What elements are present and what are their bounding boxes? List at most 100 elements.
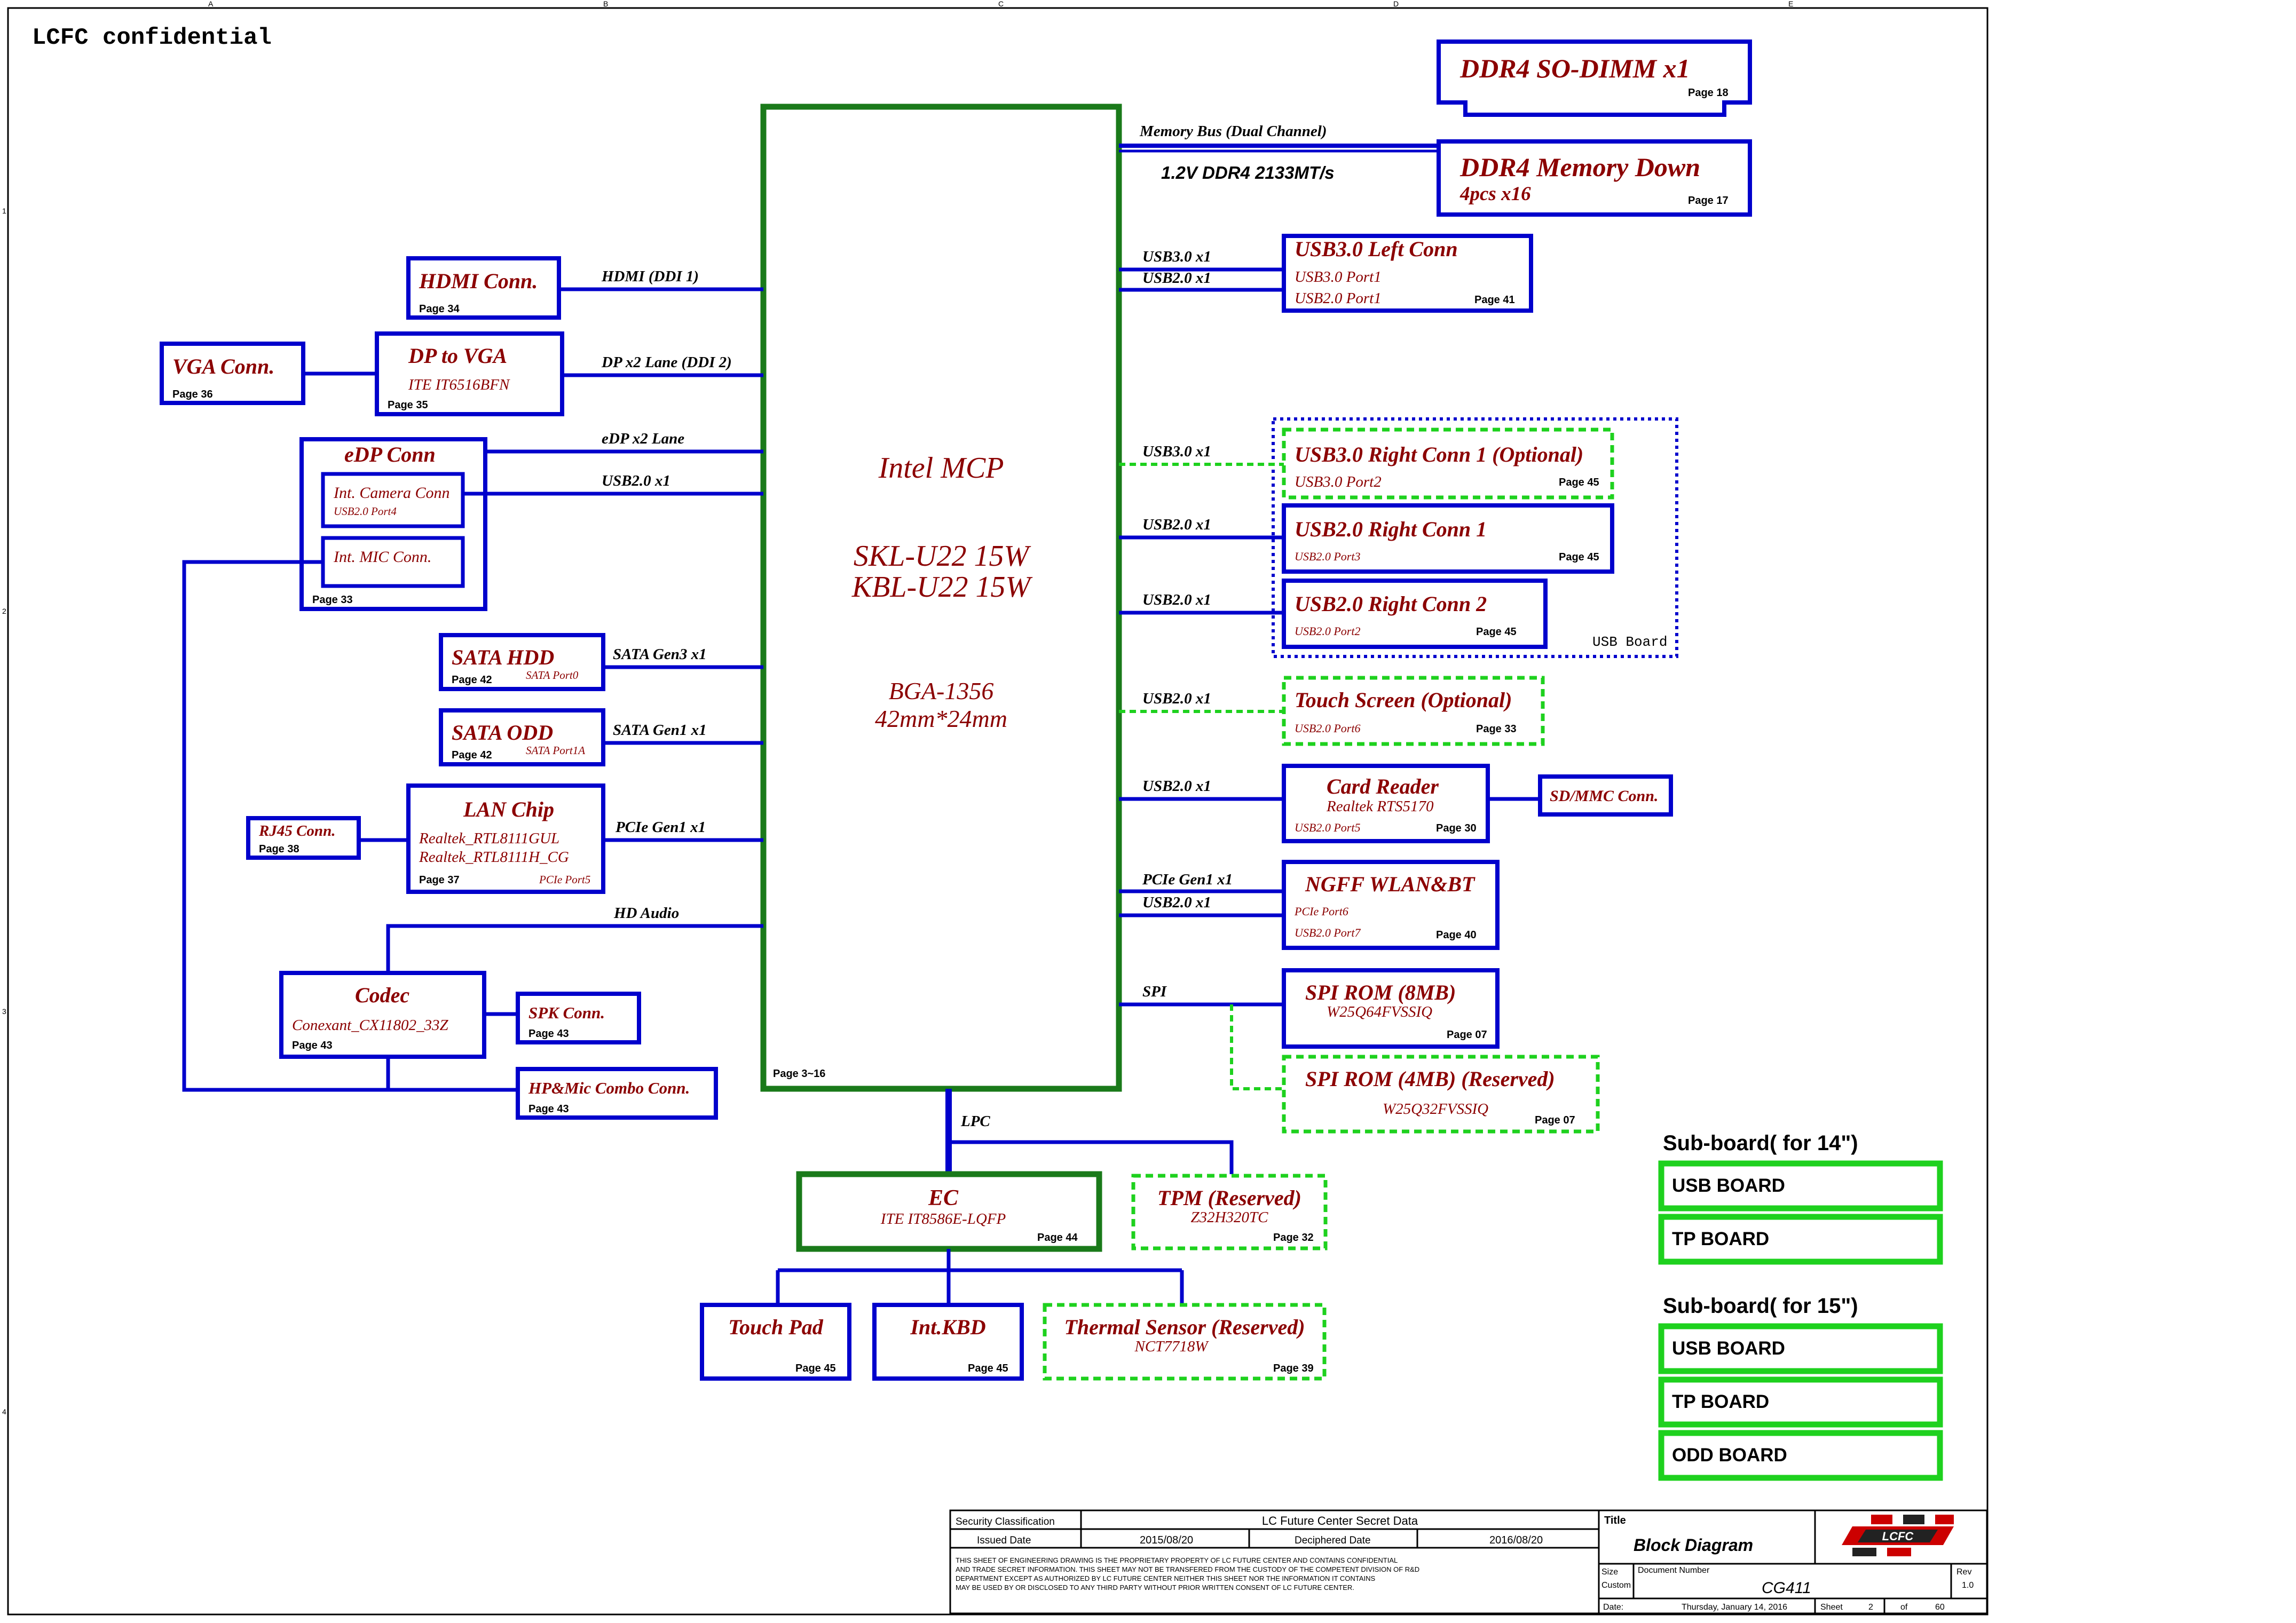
subboard-15-usb-label: USB BOARD <box>1672 1338 1785 1359</box>
edp-page: Page 33 <box>312 594 353 606</box>
notice-line-1: THIS SHEET OF ENGINEERING DRAWING IS THE… <box>956 1556 1398 1564</box>
spk-title: SPK Conn. <box>528 1003 605 1022</box>
ngff-p2: USB2.0 Port7 <box>1295 926 1361 939</box>
touchpad-page: Page 45 <box>795 1363 836 1374</box>
ngff-bus1-label: PCIe Gen1 x1 <box>1142 871 1233 888</box>
rj45-block[interactable]: RJ45 Conn. Page 38 <box>246 816 361 860</box>
lcfc-logo: LCFC <box>1836 1515 1959 1556</box>
dimm-block[interactable]: DDR4 SO-DIMM x1 Page 18 <box>1437 39 1752 117</box>
sd-mmc-block[interactable]: SD/MMC Conn. <box>1538 774 1673 817</box>
tpm-page: Page 32 <box>1273 1232 1314 1244</box>
vga-block[interactable]: VGA Conn. Page 36 <box>160 342 305 405</box>
subboard-14-tp[interactable]: TP BOARD <box>1658 1214 1943 1265</box>
spi-rom-4mb-block[interactable]: SPI ROM (4MB) (Reserved) W25Q32FVSSIQ Pa… <box>1282 1055 1600 1134</box>
sheet-num: 2 <box>1868 1603 1873 1612</box>
vga-title: VGA Conn. <box>172 354 274 378</box>
usb3-right-page: Page 45 <box>1559 477 1599 488</box>
spi-rom-4mb-sub: W25Q32FVSSIQ <box>1383 1101 1488 1118</box>
edp-block[interactable]: eDP Conn Page 33 <box>299 437 487 611</box>
tpm-block[interactable]: TPM (Reserved) Z32H320TC Page 32 <box>1131 1174 1328 1250</box>
touchpad-title: Touch Pad <box>728 1315 823 1339</box>
codec-block[interactable]: Codec Conexant_CX11802_33Z Page 43 <box>279 971 486 1059</box>
codec-sub: Conexant_CX11802_33Z <box>292 1017 449 1034</box>
camera-port: USB2.0 Port4 <box>334 505 397 518</box>
thermal-sensor-page: Page 39 <box>1273 1363 1314 1374</box>
subboard-14-tp-label: TP BOARD <box>1672 1229 1769 1249</box>
ngff-block[interactable]: NGFF WLAN&BT PCIe Port6 USB2.0 Port7 Pag… <box>1282 860 1500 950</box>
mcp-block[interactable] <box>760 104 1122 1092</box>
hdmi-bus-label: HDMI (DDI 1) <box>601 268 699 285</box>
touch-screen-block[interactable]: Touch Screen (Optional) USB2.0 Port6 Pag… <box>1282 676 1545 746</box>
subboard-15-title: Sub-board( for 15") <box>1663 1294 1858 1318</box>
rev-value: 1.0 <box>1962 1581 1974 1590</box>
sata-hdd-block[interactable]: SATA HDD Page 42 SATA Port0 <box>439 633 605 691</box>
spk-block[interactable]: SPK Conn. Page 43 <box>516 992 641 1044</box>
ec-page: Page 44 <box>1037 1232 1078 1244</box>
sata-odd-block[interactable]: SATA ODD Page 42 SATA Port1A <box>439 708 605 766</box>
touch-screen-title: Touch Screen (Optional) <box>1295 688 1512 712</box>
memory-down-block[interactable]: DDR4 Memory Down 4pcs x16 Page 17 <box>1437 139 1752 217</box>
usb3-left-bus2-label: USB2.0 x1 <box>1142 270 1211 287</box>
dp-to-vga-block[interactable]: DP to VGA ITE IT6516BFN Page 35 <box>375 331 564 416</box>
mcp-title: Intel MCP <box>878 452 1004 485</box>
memory-bus-label: Memory Bus (Dual Channel) <box>1139 123 1327 140</box>
usb2-right2-port: USB2.0 Port2 <box>1295 624 1360 638</box>
dimm-page: Page 18 <box>1688 87 1729 99</box>
hp-mic-block[interactable]: HP&Mic Combo Conn. Page 43 <box>516 1067 718 1120</box>
lan-sub1: Realtek_RTL8111GUL <box>419 830 559 847</box>
border-letter-c: C <box>998 0 1004 8</box>
subboard-14-usb-label: USB BOARD <box>1672 1175 1785 1196</box>
mic-block[interactable]: Int. MIC Conn. <box>321 536 465 588</box>
thermal-sensor-block[interactable]: Thermal Sensor (Reserved) NCT7718W Page … <box>1043 1303 1327 1381</box>
edp-title: eDP Conn <box>344 442 436 466</box>
ec-block[interactable]: EC ITE IT8586E-LQFP Page 44 <box>796 1171 1102 1252</box>
spi-bus-label: SPI <box>1142 983 1167 1000</box>
usb2-right1-title: USB2.0 Right Conn 1 <box>1295 517 1487 541</box>
usb3-left-block[interactable]: USB3.0 Left Conn USB3.0 Port1 USB2.0 Por… <box>1282 234 1533 313</box>
codec-title: Codec <box>355 983 409 1007</box>
subboard-15-tp[interactable]: TP BOARD <box>1658 1376 1943 1428</box>
card-reader-block[interactable]: Card Reader Realtek RTS5170 USB2.0 Port5… <box>1282 764 1490 843</box>
card-reader-page: Page 30 <box>1436 822 1477 834</box>
deciphered-label: Deciphered Date <box>1295 1535 1371 1546</box>
usb3-right-block[interactable]: USB3.0 Right Conn 1 (Optional) USB3.0 Po… <box>1282 427 1614 500</box>
spi-rom-8mb-block[interactable]: SPI ROM (8MB) W25Q64FVSSIQ Page 07 <box>1282 968 1500 1049</box>
lan-port: PCIe Port5 <box>539 873 590 886</box>
subboard-15-usb[interactable]: USB BOARD <box>1658 1323 1943 1374</box>
spi-rom-4mb-page: Page 07 <box>1535 1114 1575 1126</box>
camera-block[interactable]: Int. Camera Conn USB2.0 Port4 <box>321 472 465 528</box>
sata-odd-port: SATA Port1A <box>526 744 585 757</box>
sheet-total: 60 <box>1935 1603 1945 1612</box>
usb2-right1-block[interactable]: USB2.0 Right Conn 1 USB2.0 Port3 Page 45 <box>1282 503 1614 574</box>
vga-page: Page 36 <box>172 389 213 400</box>
usb2-right2-block[interactable]: USB2.0 Right Conn 2 USB2.0 Port2 Page 45 <box>1282 579 1548 649</box>
keyboard-block[interactable]: Int.KBD Page 45 <box>872 1303 1024 1381</box>
subboard-14-title: Sub-board( for 14") <box>1663 1131 1858 1155</box>
usb2-right2-title: USB2.0 Right Conn 2 <box>1295 592 1487 616</box>
usb-board-label: USB Board <box>1592 634 1667 650</box>
tpm-link-line <box>949 1140 1234 1174</box>
sheet-border <box>7 7 1989 1616</box>
ngff-p1: PCIe Port6 <box>1294 905 1348 918</box>
border-number-2: 2 <box>2 607 6 615</box>
notice-line-4: MAY BE USED BY OR DISCLOSED TO ANY THIRD… <box>956 1584 1354 1592</box>
sata-hdd-bus-label: SATA Gen3 x1 <box>613 646 707 663</box>
touchpad-block[interactable]: Touch Pad Page 45 <box>700 1303 851 1381</box>
hp-link-line <box>386 1057 518 1092</box>
date-value: Thursday, January 14, 2016 <box>1682 1603 1787 1612</box>
title-label: Title <box>1604 1515 1626 1526</box>
card-reader-bus-label: USB2.0 x1 <box>1142 778 1211 795</box>
hdmi-block[interactable]: HDMI Conn. Page 34 <box>406 256 561 320</box>
usb-board-group <box>1272 417 1678 658</box>
date-label: Date: <box>1603 1603 1623 1612</box>
subboard-14-usb[interactable]: USB BOARD <box>1658 1160 1943 1212</box>
mcp-line1: SKL-U22 15W <box>854 540 1031 573</box>
thermal-sensor-title: Thermal Sensor (Reserved) <box>1064 1315 1305 1339</box>
border-letter-a: A <box>208 0 214 8</box>
docnum-value: CG411 <box>1762 1579 1811 1597</box>
lan-block[interactable]: LAN Chip Realtek_RTL8111GUL Realtek_RTL8… <box>406 783 605 894</box>
subboard-15-odd[interactable]: ODD BOARD <box>1658 1430 1943 1481</box>
size-value: Custom <box>1601 1581 1631 1590</box>
mcp-line4: 42mm*24mm <box>875 705 1007 732</box>
ngff-title: NGFF WLAN&BT <box>1305 872 1476 896</box>
